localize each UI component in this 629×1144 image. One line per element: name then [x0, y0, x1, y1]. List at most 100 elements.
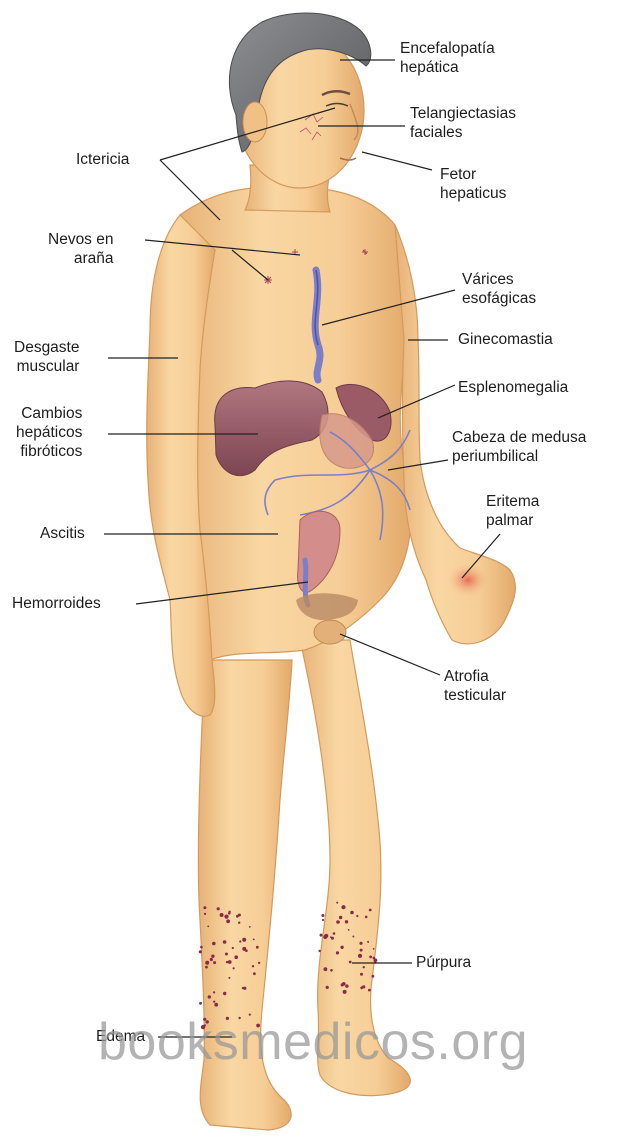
label-line: Esplenomegalia: [458, 378, 568, 397]
purpura-dot: [203, 906, 206, 909]
label-line: Cambios: [16, 404, 82, 423]
purpura-dot: [369, 956, 372, 959]
purpura-dot: [360, 973, 363, 976]
purpura-dot: [238, 922, 240, 924]
label-esplenomegalia: Esplenomegalia: [458, 378, 568, 397]
label-varices: Várices esofágicas: [462, 270, 536, 308]
purpura-dot: [258, 962, 260, 964]
purpura-dot: [225, 953, 228, 956]
label-ascitis: Ascitis: [40, 524, 85, 543]
purpura-dot: [324, 934, 328, 938]
label-line: hepaticus: [440, 184, 506, 203]
purpura-dot: [343, 990, 347, 994]
purpura-dot: [242, 947, 246, 951]
purpura-dot: [330, 936, 332, 938]
label-eritema: Eritema palmar: [486, 492, 539, 530]
purpura-dot: [367, 941, 369, 943]
purpura-dot: [226, 961, 228, 963]
purpura-dot: [249, 926, 251, 928]
label-desgaste: Desgaste muscular: [14, 338, 79, 376]
purpura-dot: [333, 932, 336, 935]
label-line: Eritema: [486, 492, 539, 511]
purpura-dot: [319, 950, 321, 952]
purpura-dot: [208, 995, 211, 998]
purpura-dot: [340, 946, 343, 949]
purpura-dot: [341, 983, 344, 986]
purpura-dot: [365, 916, 368, 919]
purpura-dot: [234, 955, 238, 959]
purpura-dot: [205, 961, 209, 965]
purpura-dot: [200, 946, 203, 949]
purpura-dot: [363, 966, 365, 968]
purpura-dot: [336, 951, 339, 954]
purpura-dot: [228, 912, 231, 915]
label-line: periumbilical: [452, 447, 586, 466]
purpura-dot: [228, 960, 232, 964]
purpura-dot: [372, 975, 375, 978]
label-line: muscular: [14, 357, 79, 376]
watermark: booksmedicos.org: [98, 1012, 528, 1072]
purpura-dot: [242, 938, 246, 942]
leader-fetor: [362, 152, 432, 170]
purpura-dot: [217, 907, 220, 910]
label-line: hepáticos: [16, 423, 82, 442]
purpura-dot: [350, 911, 354, 915]
label-fetor: Fetor hepaticus: [440, 165, 506, 203]
label-line: hepática: [400, 58, 495, 77]
label-line: Telangiectasias: [410, 104, 516, 123]
label-line: Encefalopatía: [400, 39, 495, 58]
purpura-dot: [324, 967, 328, 971]
purpura-dot: [213, 961, 216, 964]
purpura-dot: [322, 919, 324, 921]
purpura-dot: [232, 947, 234, 949]
purpura-dot: [356, 915, 358, 917]
purpura-dot: [253, 939, 255, 941]
label-line: Ascitis: [40, 524, 85, 543]
label-line: Cabeza de medusa: [452, 428, 586, 447]
label-line: testicular: [444, 686, 506, 705]
purpura-dot: [345, 920, 348, 923]
purpura-dot: [213, 991, 215, 993]
purpura-dot: [320, 934, 323, 937]
purpura-dot: [210, 958, 213, 961]
purpura-dot: [233, 967, 235, 969]
label-line: Fetor: [440, 165, 506, 184]
purpura-dot: [348, 929, 350, 931]
purpura-dot: [349, 961, 352, 964]
label-line: Hemorroides: [12, 594, 101, 613]
purpura-dot: [253, 972, 256, 975]
palmar-erythema-patch: [446, 562, 490, 598]
purpura-dot: [213, 1001, 215, 1003]
purpura-dot: [242, 987, 244, 989]
label-line: Ictericia: [76, 150, 129, 169]
purpura-dot: [224, 915, 228, 919]
purpura-dot: [228, 977, 230, 979]
label-line: araña: [48, 249, 113, 268]
purpura-dot: [204, 913, 206, 915]
purpura-dot: [359, 942, 362, 945]
purpura-dot: [214, 1003, 218, 1007]
label-line: Atrofia: [444, 667, 506, 686]
purpura-dot: [211, 955, 214, 958]
purpura-dot: [373, 948, 375, 950]
purpura-dot: [256, 946, 259, 949]
label-line: palmar: [486, 511, 539, 530]
purpura-dot: [330, 969, 333, 972]
label-line: faciales: [410, 123, 516, 142]
purpura-dot: [352, 936, 354, 938]
purpura-dot: [223, 992, 226, 995]
purpura-dot: [212, 942, 216, 946]
purpura-dot: [345, 984, 348, 987]
purpura-dot: [326, 986, 329, 989]
testicle: [314, 620, 346, 644]
purpura-dot: [369, 909, 372, 912]
ear: [243, 102, 267, 142]
purpura-dot: [236, 915, 239, 918]
purpura-dot: [339, 916, 342, 919]
label-ictericia: Ictericia: [76, 150, 129, 169]
purpura-dot: [223, 940, 227, 944]
purpura-dot: [205, 966, 208, 969]
label-line: Desgaste: [14, 338, 79, 357]
purpura-dot: [336, 902, 338, 904]
